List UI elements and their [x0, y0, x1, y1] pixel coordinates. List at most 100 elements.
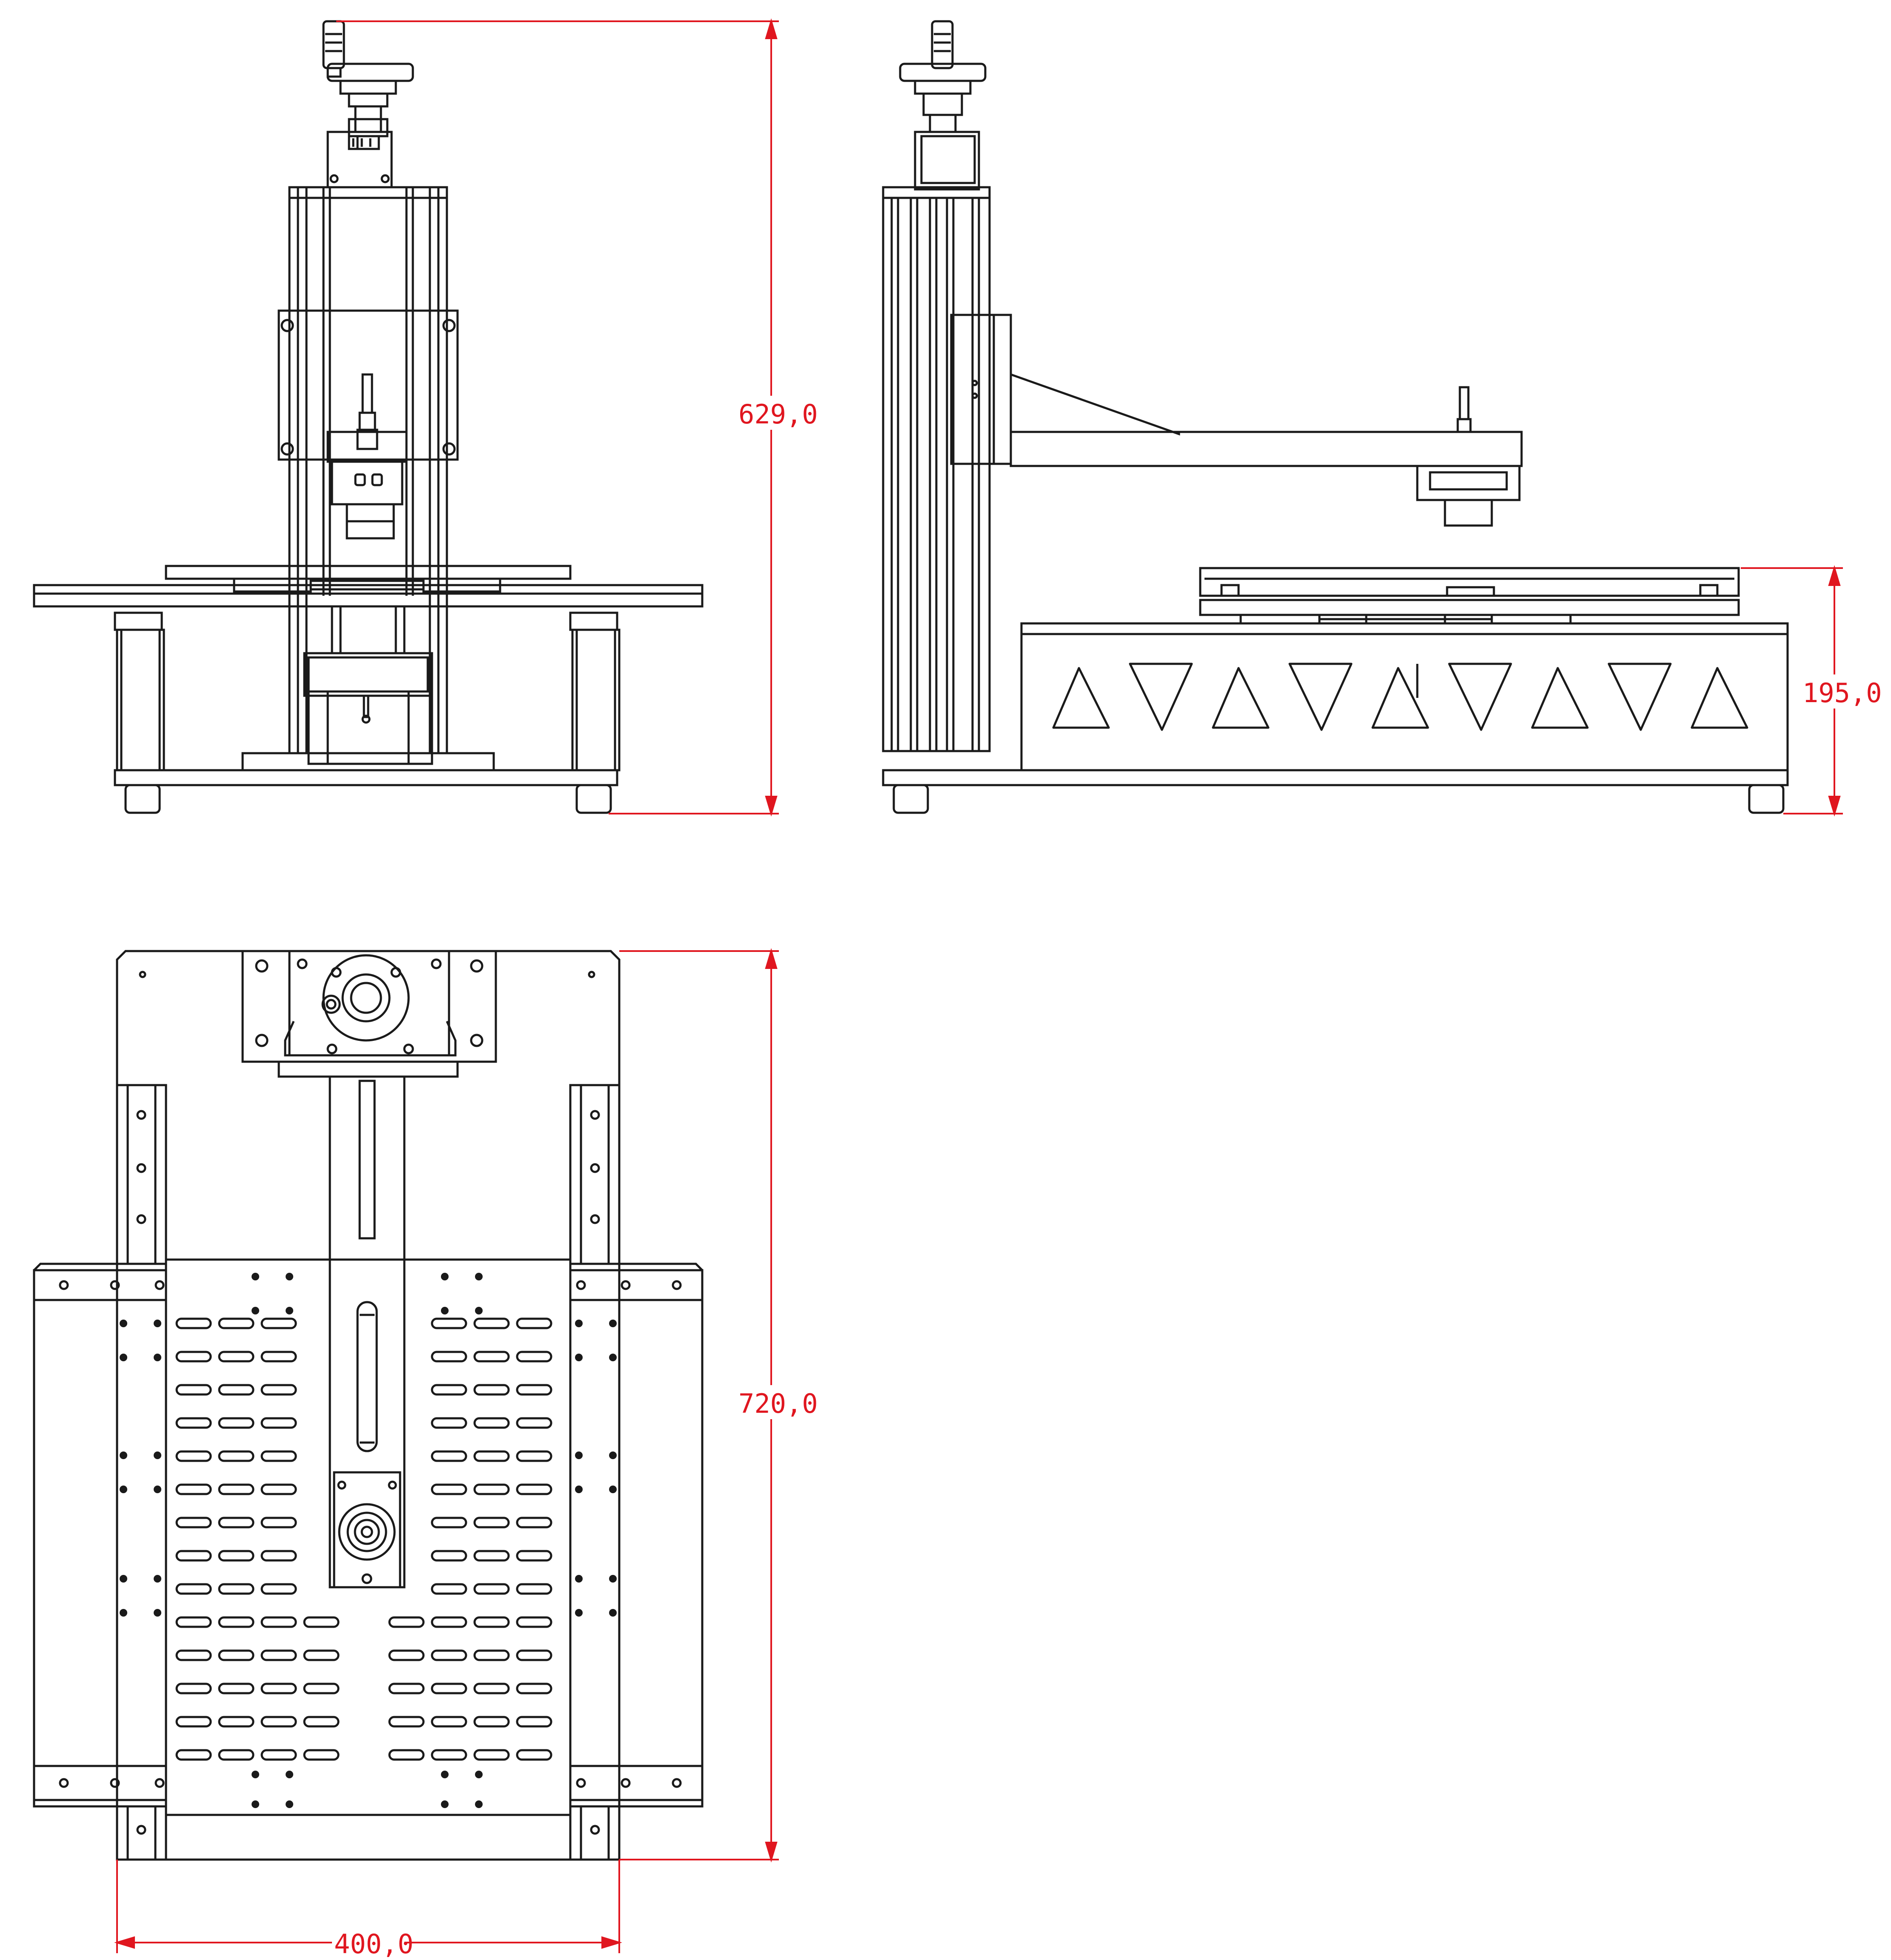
table-slot	[431, 1384, 467, 1396]
table-hole	[575, 1609, 583, 1617]
table-slot	[473, 1317, 510, 1329]
table-slot	[431, 1450, 467, 1462]
table-slot	[175, 1583, 212, 1595]
table-hole	[252, 1800, 259, 1808]
table-slot	[516, 1483, 552, 1495]
table-slot	[260, 1450, 297, 1462]
table-slot	[516, 1384, 552, 1396]
table-slot	[218, 1649, 255, 1661]
table-slot	[431, 1483, 467, 1495]
table-slot	[516, 1649, 552, 1661]
table-slot	[516, 1517, 552, 1529]
table-slot	[260, 1716, 297, 1728]
table-slot	[260, 1384, 297, 1396]
table-slot	[175, 1749, 212, 1761]
table-slot	[303, 1716, 340, 1728]
table-slot	[175, 1716, 212, 1728]
table-slot	[260, 1683, 297, 1694]
table-hole	[252, 1771, 259, 1778]
table-slot	[388, 1616, 425, 1628]
front-dim-mask	[736, 396, 809, 430]
table-slot	[175, 1351, 212, 1363]
table-slot	[473, 1583, 510, 1595]
table-slot	[516, 1417, 552, 1429]
table-slot	[175, 1384, 212, 1396]
table-slot	[218, 1616, 255, 1628]
table-hole	[120, 1486, 127, 1493]
table-slot	[175, 1317, 212, 1329]
table-slot	[431, 1749, 467, 1761]
front-lower-gantry	[303, 605, 433, 765]
top-width-dim-label: 400,0	[334, 1929, 414, 1960]
table-slot	[516, 1683, 552, 1694]
table-slot	[260, 1351, 297, 1363]
table-slot	[473, 1517, 510, 1529]
top-table-holes	[120, 1273, 617, 1808]
front-base-frame	[114, 611, 621, 814]
table-hole	[609, 1575, 617, 1583]
table-slot	[473, 1716, 510, 1728]
table-slot	[431, 1649, 467, 1661]
side-base-rail	[882, 769, 1789, 814]
table-hole	[441, 1307, 449, 1314]
table-hole	[441, 1771, 449, 1778]
table-hole	[252, 1307, 259, 1314]
table-hole	[441, 1273, 449, 1280]
table-slot	[260, 1317, 297, 1329]
table-slot	[516, 1616, 552, 1628]
table-slot	[473, 1351, 510, 1363]
table-hole	[475, 1771, 483, 1778]
table-slot	[260, 1616, 297, 1628]
table-hole	[609, 1451, 617, 1459]
table-slot	[473, 1384, 510, 1396]
table-slot	[175, 1417, 212, 1429]
table-slot	[218, 1483, 255, 1495]
table-hole	[286, 1307, 293, 1314]
table-slot	[516, 1716, 552, 1728]
table-slot	[388, 1683, 425, 1694]
table-slot	[175, 1649, 212, 1661]
table-slot	[260, 1649, 297, 1661]
table-slot	[303, 1749, 340, 1761]
table-slot	[260, 1749, 297, 1761]
table-slot	[473, 1450, 510, 1462]
table-hole	[286, 1800, 293, 1808]
table-hole	[120, 1354, 127, 1361]
table-hole	[120, 1609, 127, 1617]
table-slot	[303, 1683, 340, 1694]
side-table	[1199, 567, 1740, 625]
table-slot	[516, 1450, 552, 1462]
table-slot	[431, 1351, 467, 1363]
table-hole	[575, 1354, 583, 1361]
table-slot	[218, 1417, 255, 1429]
table-slot	[431, 1583, 467, 1595]
table-hole	[575, 1320, 583, 1327]
table-hole	[575, 1451, 583, 1459]
table-slot	[175, 1450, 212, 1462]
table-slot	[388, 1649, 425, 1661]
table-slot	[260, 1483, 297, 1495]
table-slot	[218, 1749, 255, 1761]
top-depth-dim-mask	[736, 1385, 809, 1419]
table-slot	[175, 1550, 212, 1562]
table-hole	[475, 1800, 483, 1808]
table-slot	[431, 1683, 467, 1694]
table-slot	[516, 1351, 552, 1363]
front-height-dim-label: 629,0	[738, 399, 818, 430]
table-hole	[154, 1575, 161, 1583]
table-slot	[388, 1749, 425, 1761]
table-slot	[431, 1550, 467, 1562]
table-slot	[218, 1317, 255, 1329]
side-motor	[914, 131, 980, 191]
side-table-height-dim-label: 195,0	[1802, 677, 1882, 709]
table-slot	[473, 1649, 510, 1661]
side-spindle	[1416, 465, 1521, 527]
table-hole	[475, 1307, 483, 1314]
table-hole	[475, 1273, 483, 1280]
table-hole	[120, 1451, 127, 1459]
table-hole	[609, 1609, 617, 1617]
table-slot	[473, 1749, 510, 1761]
table-hole	[120, 1320, 127, 1327]
top-lower-legs	[116, 1805, 621, 1861]
